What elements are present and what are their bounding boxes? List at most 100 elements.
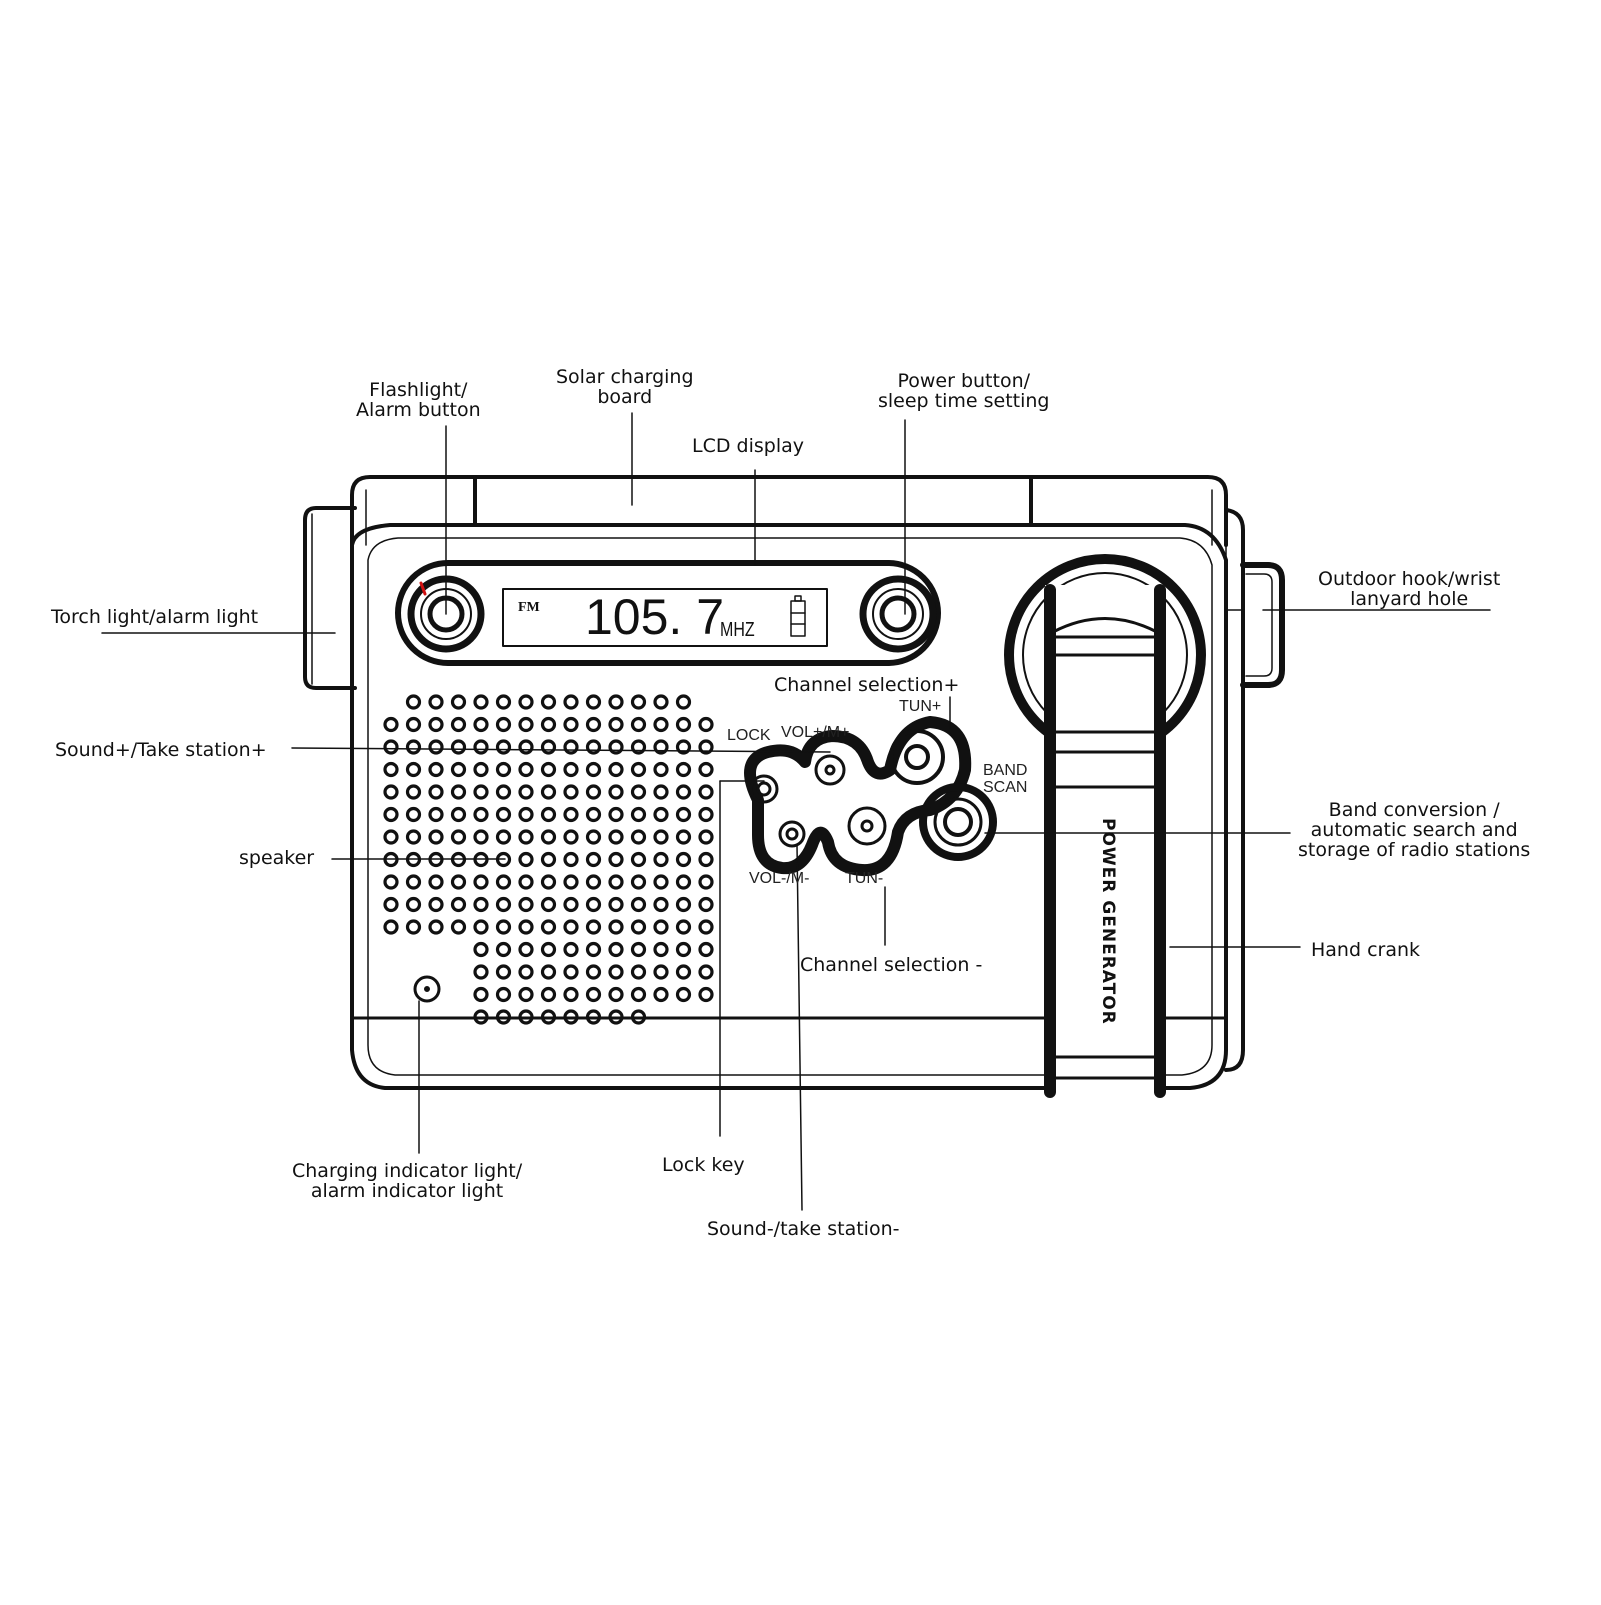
speaker-hole (405, 784, 422, 800)
speaker-hole (428, 784, 444, 800)
speaker-hole (608, 694, 624, 710)
speaker-hole (473, 829, 489, 845)
tun-plus-label: TUN+ (899, 698, 942, 715)
speaker-hole (495, 941, 512, 958)
speaker-hole (675, 941, 692, 958)
speaker-hole (540, 896, 557, 913)
speaker-hole (473, 986, 489, 1003)
speaker-hole (608, 739, 624, 755)
speaker-hole (698, 784, 714, 800)
speaker-hole (518, 851, 534, 868)
speaker-hole (608, 919, 624, 935)
callout-speaker: speaker (239, 847, 315, 869)
vol-minus-button[interactable] (778, 820, 806, 848)
speaker-hole (450, 829, 467, 845)
callout-band-conversion: Band conversion / automatic search and s… (1298, 799, 1531, 861)
speaker-hole (675, 739, 692, 755)
speaker-hole (540, 1009, 557, 1025)
charging-indicator-light (413, 975, 441, 1003)
speaker-hole (540, 941, 557, 958)
speaker-hole (428, 716, 444, 733)
speaker-hole (608, 851, 624, 868)
callout-power-button: Power button/ sleep time setting (878, 370, 1050, 412)
speaker-hole (383, 716, 399, 733)
speaker-hole (428, 806, 444, 823)
band-scan-button[interactable] (919, 783, 997, 861)
speaker-hole (540, 784, 557, 800)
speaker-hole (698, 716, 714, 733)
speaker-hole (653, 919, 669, 935)
speaker-hole (698, 739, 714, 755)
speaker-hole (495, 919, 512, 935)
tun-minus-button[interactable] (847, 806, 887, 846)
lock-button-label: LOCK (727, 727, 771, 744)
speaker-hole (473, 739, 489, 755)
speaker-hole (495, 896, 512, 913)
power-button[interactable] (859, 575, 937, 653)
speaker-hole (653, 694, 669, 710)
speaker-hole (698, 986, 714, 1003)
speaker-hole (495, 806, 512, 823)
lcd-frequency: 105. 7 (585, 589, 725, 645)
speaker-hole (585, 964, 602, 980)
vol-plus-button[interactable] (814, 754, 846, 786)
speaker-hole (653, 829, 669, 845)
speaker-hole (585, 1009, 602, 1025)
callout-flashlight-alarm-button: Flashlight/ Alarm button (356, 379, 481, 421)
speaker-hole (675, 784, 692, 800)
speaker-hole (495, 761, 512, 778)
callout-solar-charging-board: Solar charging board (556, 366, 694, 408)
speaker-hole (653, 761, 669, 778)
callout-sound-plus: Sound+/Take station+ (55, 739, 267, 761)
speaker-hole (428, 829, 444, 845)
speaker-hole (495, 739, 512, 755)
speaker-hole (675, 829, 692, 845)
lock-button[interactable] (749, 774, 779, 804)
hand-crank[interactable] (1004, 554, 1206, 1098)
speaker-hole (630, 739, 647, 755)
speaker-hole (405, 874, 422, 890)
vol-plus-label: VOL+/M+ (781, 724, 850, 741)
speaker-hole (653, 896, 669, 913)
speaker-hole (518, 716, 534, 733)
speaker-hole (630, 874, 647, 890)
speaker-hole (675, 806, 692, 823)
speaker-hole (585, 784, 602, 800)
speaker-hole (383, 874, 399, 890)
speaker-hole (518, 986, 534, 1003)
speaker-hole (653, 716, 669, 733)
speaker-hole (405, 806, 422, 823)
speaker-hole (473, 716, 489, 733)
callout-torch-light: Torch light/alarm light (51, 606, 259, 628)
speaker-hole (630, 716, 647, 733)
speaker-hole (473, 694, 489, 710)
tun-plus-button[interactable] (889, 729, 945, 785)
speaker-hole (608, 806, 624, 823)
battery-icon (790, 595, 806, 637)
speaker-hole (563, 739, 579, 755)
speaker-hole (698, 874, 714, 890)
speaker-hole (630, 986, 647, 1003)
lcd-frequency-unit: MHZ (720, 619, 755, 641)
speaker-hole (518, 806, 534, 823)
speaker-hole (630, 964, 647, 980)
speaker-hole (653, 784, 669, 800)
speaker-hole (383, 919, 399, 935)
lcd-display (502, 588, 828, 647)
speaker-hole (585, 739, 602, 755)
speaker-hole (563, 896, 579, 913)
speaker-hole (473, 874, 489, 890)
speaker-hole (653, 806, 669, 823)
speaker-hole (383, 896, 399, 913)
speaker-hole (653, 874, 669, 890)
speaker-hole (473, 761, 489, 778)
speaker-hole (675, 874, 692, 890)
speaker-hole (428, 896, 444, 913)
speaker-hole (630, 919, 647, 935)
speaker-hole (518, 941, 534, 958)
speaker-hole (495, 694, 512, 710)
speaker-hole (608, 941, 624, 958)
outdoor-hook (1240, 562, 1285, 688)
speaker-hole (563, 851, 579, 868)
speaker-hole (495, 986, 512, 1003)
